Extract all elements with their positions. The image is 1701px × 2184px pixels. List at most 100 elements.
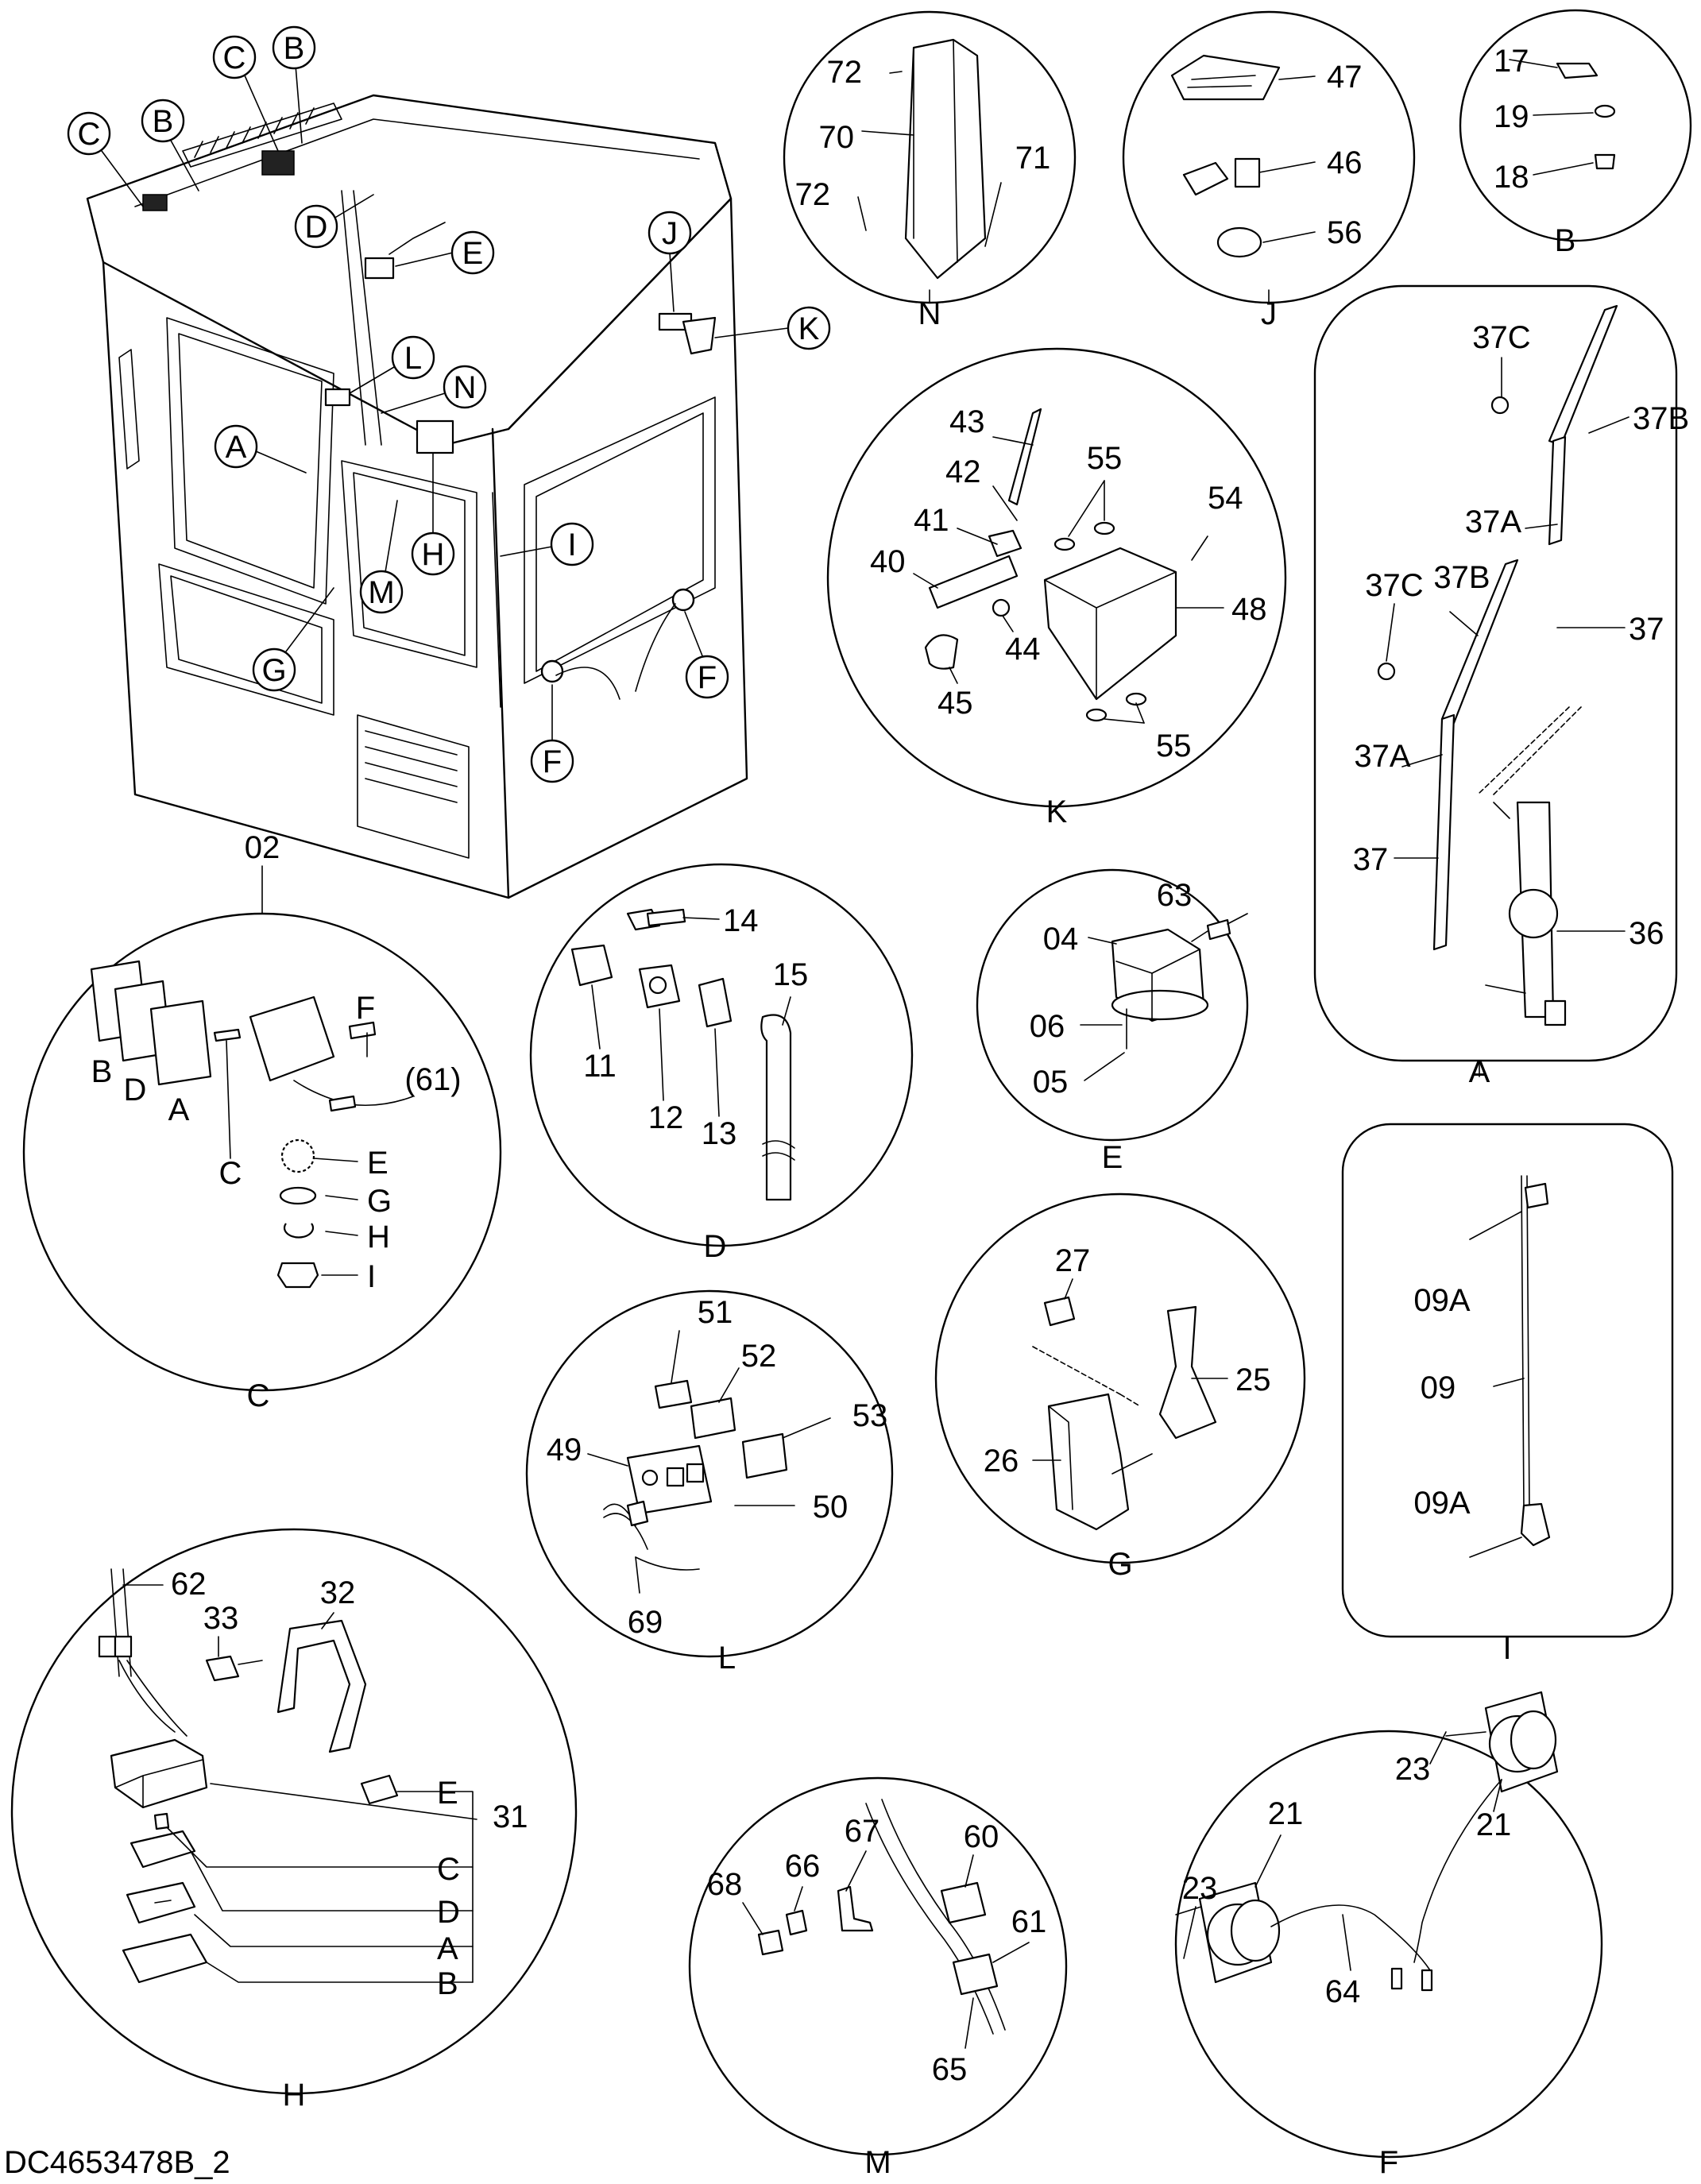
detail-title-c: C: [247, 1378, 270, 1413]
label-a-37-bottom: 37: [1353, 842, 1389, 877]
label-g-26: 26: [984, 1444, 1019, 1479]
detail-m: 60 67 66 68 61 65 M: [688, 1776, 1068, 2180]
label-d-13: 13: [702, 1116, 737, 1151]
label-i-09: 09: [1421, 1370, 1456, 1405]
callout-k: K: [798, 311, 820, 346]
label-l-50: 50: [813, 1490, 849, 1525]
detail-title-i: I: [1502, 1631, 1511, 1666]
label-a-37b-top: 37B: [1633, 401, 1689, 436]
label-k-40: 40: [870, 544, 906, 579]
label-f-23-left: 23: [1182, 1871, 1218, 1906]
label-k-54: 54: [1208, 481, 1243, 516]
label-l-69: 69: [628, 1605, 663, 1640]
cab-assembly: [86, 94, 748, 899]
label-h-b: B: [437, 1966, 458, 2001]
detail-i: 09A 09 09A I: [1341, 1123, 1674, 1666]
cab-callouts: C B C B D E J K L N A H: [67, 25, 831, 783]
label-h-a: A: [437, 1931, 458, 1966]
label-a-37c-bottom: 37C: [1365, 568, 1423, 603]
label-f-23-right: 23: [1395, 1752, 1431, 1787]
detail-title-k: K: [1046, 794, 1068, 829]
label-h-62: 62: [171, 1567, 207, 1602]
label-d-14: 14: [723, 903, 759, 938]
label-h-31: 31: [493, 1799, 528, 1834]
label-c-02: 02: [245, 830, 280, 865]
label-c-f: F: [356, 991, 375, 1026]
callout-c-2: C: [223, 41, 246, 75]
label-e-05: 05: [1033, 1065, 1069, 1100]
label-a-37b-bottom: 37B: [1433, 560, 1490, 595]
label-m-60: 60: [964, 1819, 999, 1854]
label-n-71: 71: [1015, 141, 1051, 176]
label-c-b: B: [91, 1054, 113, 1089]
callout-f: F: [543, 744, 562, 779]
label-k-44: 44: [1005, 632, 1041, 667]
detail-title-e: E: [1102, 1140, 1123, 1175]
callout-i: I: [567, 528, 576, 562]
detail-k: 43 42 41 40 44 45 55 54 48 55 K: [826, 347, 1287, 829]
label-k-42: 42: [945, 454, 981, 489]
label-c-g: G: [367, 1184, 392, 1219]
label-c-d: D: [124, 1073, 147, 1107]
detail-e: 63 04 06 05 E: [976, 868, 1249, 1175]
label-a-37a-bottom: 37A: [1354, 739, 1410, 774]
label-l-49: 49: [547, 1432, 582, 1467]
label-e-04: 04: [1043, 922, 1079, 957]
label-f-21-left: 21: [1268, 1796, 1304, 1831]
label-a-37a-top: 37A: [1465, 504, 1521, 539]
detail-title-l: L: [718, 1641, 736, 1676]
detail-title-j: J: [1261, 296, 1277, 331]
callout-a: A: [226, 430, 247, 465]
label-h-d: D: [437, 1895, 460, 1930]
detail-g: 27 25 26 G: [934, 1193, 1306, 1582]
callout-f-2: F: [698, 660, 717, 695]
detail-l: 51 52 53 49 50 69 L: [525, 1289, 894, 1676]
label-m-66: 66: [785, 1849, 821, 1884]
callout-m: M: [368, 575, 394, 610]
label-c-h: H: [367, 1220, 390, 1254]
callout-e: E: [462, 236, 484, 271]
label-k-43: 43: [949, 404, 985, 439]
label-k-41: 41: [914, 503, 949, 538]
callout-d: D: [305, 210, 328, 245]
label-b-19: 19: [1494, 99, 1529, 134]
detail-b: 17 19 18 B: [1459, 9, 1692, 258]
label-j-46: 46: [1327, 145, 1363, 180]
callout-c: C: [78, 117, 101, 152]
label-k-55b: 55: [1156, 729, 1192, 763]
detail-title-h: H: [283, 2078, 306, 2112]
label-c-61: (61): [404, 1062, 461, 1097]
detail-n: 72 70 72 71 N: [783, 10, 1077, 331]
label-a-37c-top: 37C: [1472, 320, 1530, 355]
detail-h: 62 32 33 E 31 C D A B H: [10, 1528, 578, 2112]
label-c-a: A: [168, 1092, 190, 1127]
label-b-18: 18: [1494, 160, 1529, 195]
callout-b: B: [153, 104, 174, 139]
label-d-12: 12: [648, 1100, 684, 1135]
detail-title-m: M: [864, 2145, 891, 2180]
label-n-72a: 72: [827, 55, 863, 90]
detail-c: 02 F B D A C (61) E G H I C: [22, 830, 502, 1413]
label-l-51: 51: [698, 1295, 733, 1330]
label-g-27: 27: [1055, 1243, 1091, 1278]
label-f-21-right: 21: [1476, 1807, 1512, 1842]
label-l-53: 53: [852, 1398, 888, 1433]
detail-title-n: N: [918, 296, 941, 331]
detail-title-d: D: [704, 1229, 727, 1264]
label-j-47: 47: [1327, 60, 1363, 95]
label-c-i: I: [367, 1259, 376, 1294]
label-m-65: 65: [932, 2052, 968, 2087]
callout-b-2: B: [284, 31, 305, 66]
label-g-25: 25: [1235, 1363, 1271, 1397]
callout-g: G: [261, 653, 286, 688]
label-d-11: 11: [583, 1049, 617, 1084]
label-n-72b: 72: [795, 177, 831, 212]
label-l-52: 52: [741, 1339, 777, 1374]
callout-h: H: [422, 537, 445, 572]
detail-d: 14 11 12 13 15 D: [529, 863, 914, 1264]
detail-j: 47 46 56 J: [1122, 10, 1416, 331]
detail-a: 37C 37B 37A 37C 37B 37 37A 37 36 A: [1313, 284, 1689, 1089]
callout-l: L: [404, 341, 422, 376]
label-e-06: 06: [1030, 1009, 1065, 1044]
label-m-67: 67: [845, 1814, 880, 1849]
